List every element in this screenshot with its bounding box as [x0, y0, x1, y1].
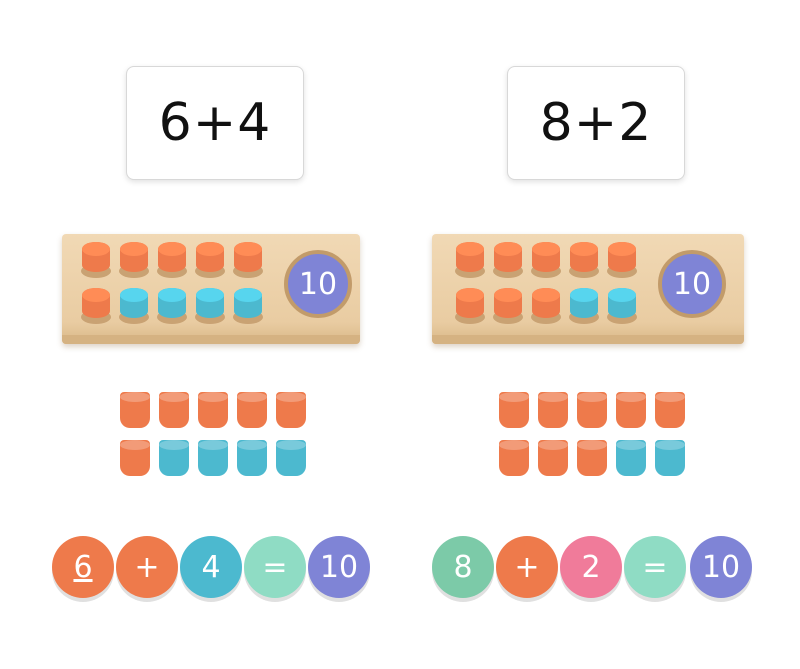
orange-peg — [82, 288, 110, 318]
disc-label: = — [262, 549, 288, 585]
equals-disc: = — [624, 536, 686, 598]
orange-cylinder — [120, 392, 150, 428]
orange-peg — [494, 242, 522, 272]
number-disc-two: 2 — [560, 536, 622, 598]
orange-peg — [608, 242, 636, 272]
orange-cylinder — [499, 392, 529, 428]
disc-label: = — [642, 549, 668, 585]
orange-cylinder — [655, 392, 685, 428]
teal-peg — [570, 288, 598, 318]
disc-label: 4 — [201, 549, 221, 585]
orange-peg — [532, 242, 560, 272]
equals-disc: = — [244, 536, 306, 598]
ten-disc: 10 — [284, 250, 352, 318]
disc-label: 2 — [581, 549, 601, 585]
ten-label: 10 — [298, 266, 338, 302]
orange-cylinder — [198, 392, 228, 428]
equation-text: 6+4 — [158, 93, 272, 153]
teal-peg — [158, 288, 186, 318]
orange-peg — [494, 288, 522, 318]
teal-cylinder — [655, 440, 685, 476]
orange-cylinder — [120, 440, 150, 476]
teal-peg — [234, 288, 262, 318]
orange-peg — [158, 242, 186, 272]
ten-disc: 10 — [658, 250, 726, 318]
teal-cylinder — [159, 440, 189, 476]
equation-card-left: 6+4 — [126, 66, 304, 180]
equation-text: 8+2 — [539, 93, 653, 153]
number-disc-four: 4 — [180, 536, 242, 598]
orange-cylinder — [237, 392, 267, 428]
orange-peg — [234, 242, 262, 272]
result-disc-ten: 10 — [308, 536, 370, 598]
teal-cylinder — [276, 440, 306, 476]
orange-cylinder — [159, 392, 189, 428]
teal-peg — [608, 288, 636, 318]
disc-label: 10 — [701, 549, 741, 585]
orange-cylinder — [276, 392, 306, 428]
disc-label: + — [514, 549, 540, 585]
result-disc-ten: 10 — [690, 536, 752, 598]
number-disc-eight: 8 — [432, 536, 494, 598]
orange-cylinder — [616, 392, 646, 428]
plus-disc: + — [116, 536, 178, 598]
orange-cylinder — [499, 440, 529, 476]
number-disc-six: 6 — [52, 536, 114, 598]
plus-disc: + — [496, 536, 558, 598]
teal-peg — [196, 288, 224, 318]
orange-cylinder — [538, 392, 568, 428]
orange-cylinder — [577, 440, 607, 476]
teal-peg — [120, 288, 148, 318]
orange-peg — [456, 242, 484, 272]
orange-cylinder — [538, 440, 568, 476]
orange-cylinder — [577, 392, 607, 428]
disc-label: 8 — [453, 549, 473, 585]
disc-label: + — [134, 549, 160, 585]
orange-peg — [120, 242, 148, 272]
orange-peg — [456, 288, 484, 318]
orange-peg — [196, 242, 224, 272]
teal-cylinder — [237, 440, 267, 476]
ten-label: 10 — [672, 266, 712, 302]
disc-label: 6 — [73, 549, 93, 585]
disc-label: 10 — [319, 549, 359, 585]
orange-peg — [82, 242, 110, 272]
equation-card-right: 8+2 — [507, 66, 685, 180]
teal-cylinder — [198, 440, 228, 476]
orange-peg — [570, 242, 598, 272]
teal-cylinder — [616, 440, 646, 476]
orange-peg — [532, 288, 560, 318]
